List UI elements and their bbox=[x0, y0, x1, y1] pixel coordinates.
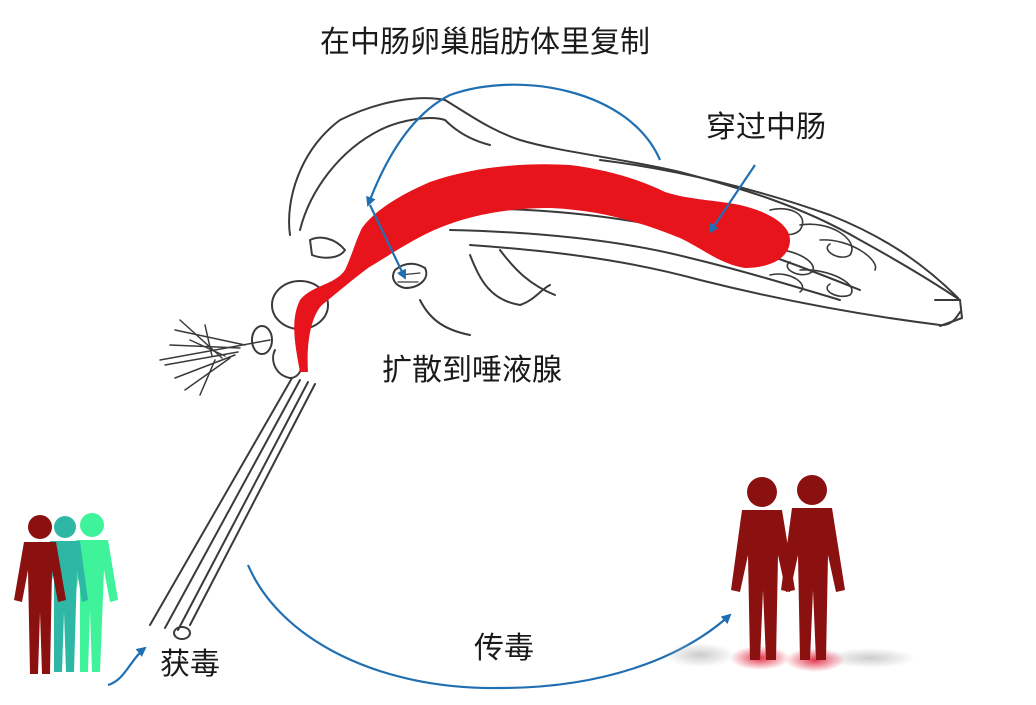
proboscis-2 bbox=[164, 379, 301, 629]
gut bbox=[294, 164, 790, 372]
leg-2 bbox=[469, 254, 551, 306]
replicate-label: 在中肠卵巢脂肪体里复制 bbox=[320, 25, 650, 60]
fog-shadow bbox=[665, 643, 735, 667]
infected-people bbox=[665, 475, 915, 672]
antenna-base bbox=[251, 325, 273, 355]
abdomen-tip bbox=[934, 299, 963, 327]
abdomen-inner-2 bbox=[449, 229, 841, 301]
antenna bbox=[159, 319, 271, 396]
collar bbox=[309, 236, 346, 259]
person-icon bbox=[42, 516, 88, 672]
person-icon bbox=[731, 477, 795, 660]
scutum bbox=[299, 117, 491, 231]
salivary-label: 扩散到唾液腺 bbox=[382, 353, 562, 388]
abdomen-upper bbox=[599, 159, 959, 299]
leg-1 bbox=[419, 299, 471, 336]
thorax-outline bbox=[288, 97, 961, 301]
saliva-arrow bbox=[369, 204, 407, 280]
transmit-arrow bbox=[246, 564, 732, 690]
midgut-label: 穿过中肠 bbox=[706, 110, 826, 145]
fog-shadow bbox=[825, 648, 915, 668]
proboscis-tip bbox=[173, 626, 191, 640]
acquire-arrow bbox=[107, 646, 147, 687]
acquire-label: 获毒 bbox=[160, 647, 220, 682]
source-people bbox=[14, 513, 118, 674]
leg-3 bbox=[499, 249, 556, 296]
blood-shadow bbox=[785, 648, 845, 672]
ovary bbox=[759, 208, 877, 298]
proboscis-1 bbox=[149, 377, 293, 626]
transmit-label: 传毒 bbox=[474, 631, 534, 666]
proboscis-4 bbox=[189, 383, 316, 626]
person-icon bbox=[781, 475, 845, 660]
person-icon bbox=[14, 515, 66, 674]
replicate-arrow bbox=[366, 83, 662, 207]
salivary-gland bbox=[392, 262, 428, 289]
proboscis-3 bbox=[177, 381, 309, 631]
midgut-arrow bbox=[708, 164, 756, 234]
